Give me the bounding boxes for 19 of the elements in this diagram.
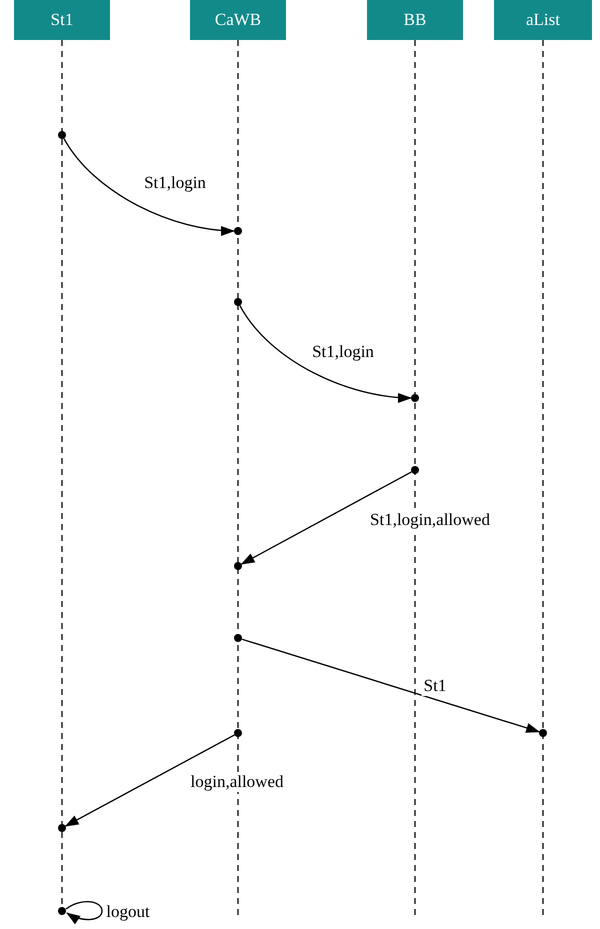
message-arrow [63,138,235,236]
edge-label: St1,login [310,342,376,362]
message-arrow [242,638,540,733]
lifeline [61,40,63,907]
edge-label: St1,login,allowed [368,510,492,530]
participant-box: CaWB [190,0,286,40]
message-arrow [66,900,103,924]
edge-label: logout [104,902,152,922]
participant-box: aList [494,0,592,40]
message-arrow [240,471,412,565]
message-arrow [239,305,412,402]
lifeline [237,40,239,915]
lifeline [414,40,416,915]
edge-label: login,allowed [188,772,286,792]
edge-label: St1,login [142,173,208,193]
message-arrow [64,734,235,827]
participant-box: St1 [14,0,110,40]
participant-box: BB [367,0,463,40]
lifeline [542,40,544,915]
